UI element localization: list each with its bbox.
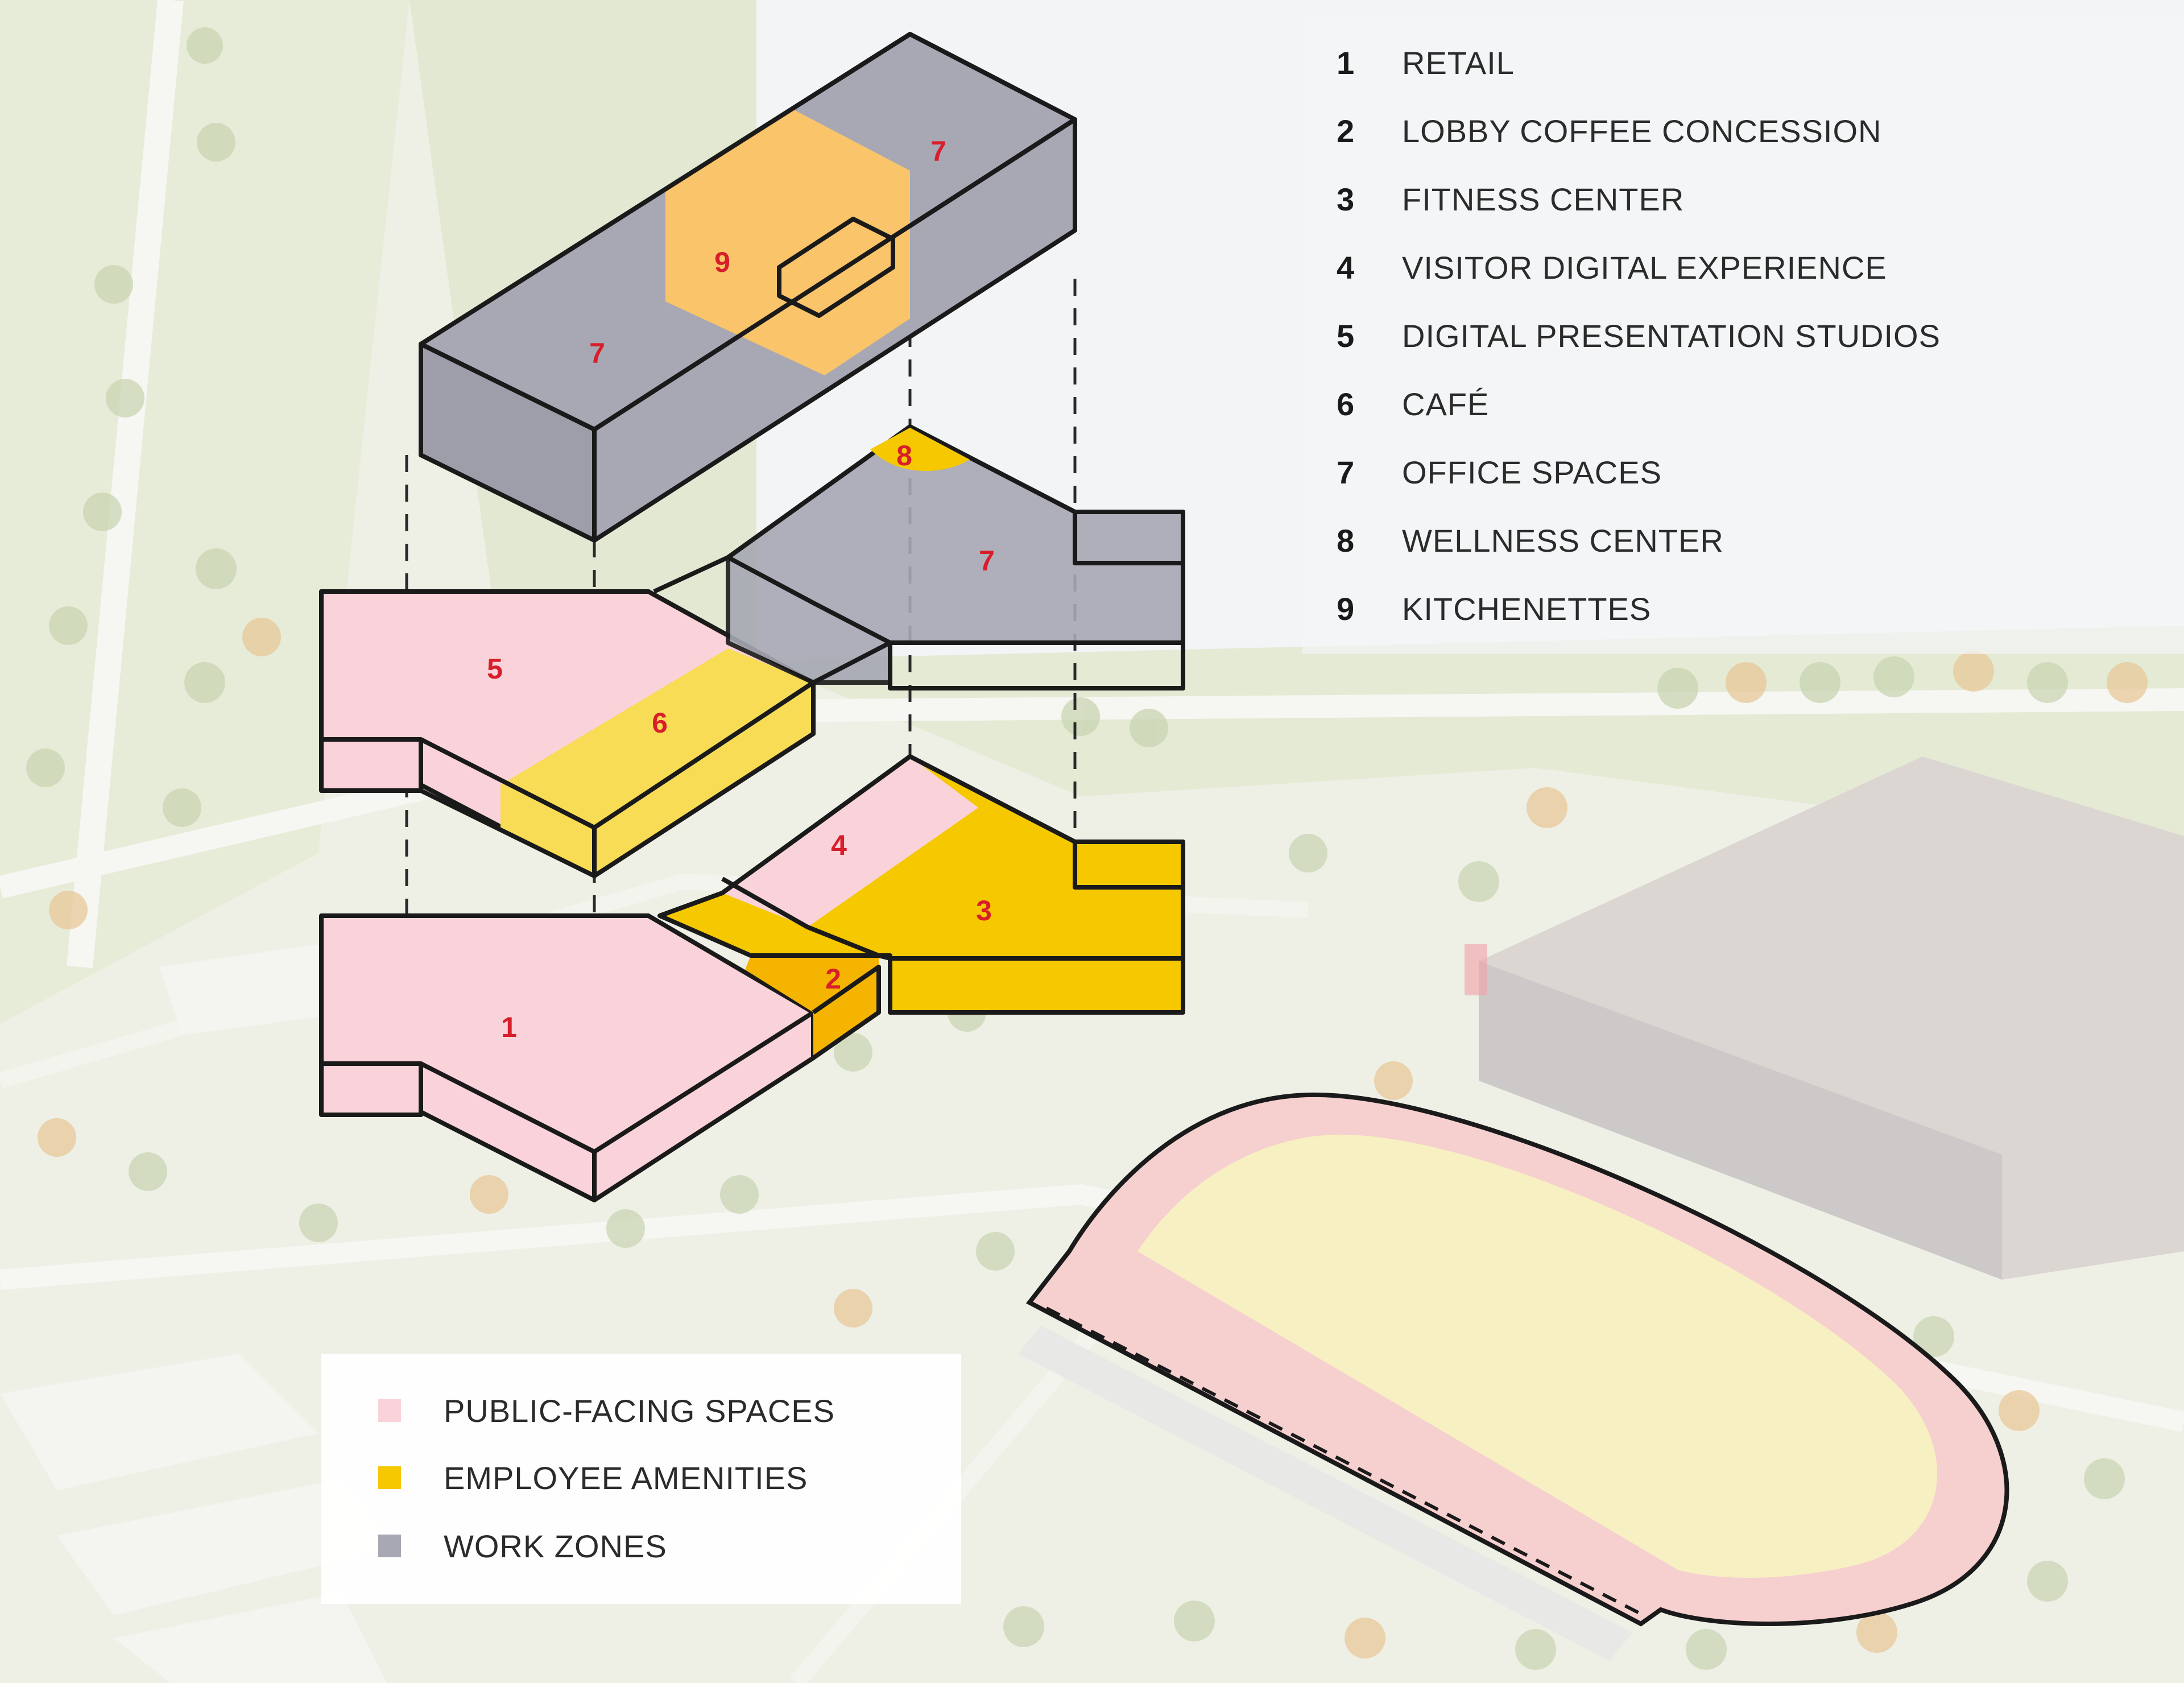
key-item: 2 LOBBY COFFEE CONCESSION — [1337, 113, 1881, 149]
svg-text:6: 6 — [1337, 386, 1354, 422]
svg-text:PUBLIC-FACING SPACES: PUBLIC-FACING SPACES — [444, 1393, 835, 1429]
svg-text:FITNESS CENTER: FITNESS CENTER — [1402, 181, 1684, 217]
key-item: 6 CAFÉ — [1337, 386, 1489, 422]
svg-text:WELLNESS CENTER: WELLNESS CENTER — [1402, 523, 1724, 559]
key-item: 3 FITNESS CENTER — [1337, 181, 1684, 217]
zone-label: 2 — [825, 963, 841, 995]
zone-label: 9 — [714, 246, 730, 278]
svg-text:WORK ZONES: WORK ZONES — [444, 1528, 667, 1564]
zone-label: 7 — [589, 337, 605, 369]
zone-labels: 1 2 3 4 5 6 7 7 7 8 9 — [487, 135, 995, 1043]
legend-item-work: WORK ZONES — [378, 1528, 667, 1564]
key-item: 1 RETAIL — [1337, 45, 1515, 81]
svg-text:LOBBY COFFEE CONCESSION: LOBBY COFFEE CONCESSION — [1402, 113, 1881, 149]
key-item: 8 WELLNESS CENTER — [1337, 523, 1724, 559]
svg-text:VISITOR DIGITAL EXPERIENCE: VISITOR DIGITAL EXPERIENCE — [1402, 250, 1887, 286]
zone-label: 7 — [930, 135, 946, 167]
legend-item-public: PUBLIC-FACING SPACES — [378, 1393, 835, 1429]
zone-label: 1 — [501, 1011, 517, 1043]
level-2-block — [657, 754, 1185, 961]
svg-text:5: 5 — [1337, 318, 1354, 354]
legend-swatch — [378, 1535, 401, 1557]
svg-text:9: 9 — [1337, 591, 1354, 627]
svg-text:OFFICE SPACES: OFFICE SPACES — [1402, 454, 1662, 490]
stadium-track — [1018, 1092, 2009, 1661]
svg-text:8: 8 — [1337, 523, 1354, 559]
zone-label: 3 — [976, 895, 992, 927]
zone-label: 5 — [487, 653, 503, 685]
svg-text:4: 4 — [1337, 250, 1354, 286]
svg-text:EMPLOYEE AMENITIES: EMPLOYEE AMENITIES — [444, 1460, 808, 1496]
svg-text:CAFÉ: CAFÉ — [1402, 386, 1489, 422]
svg-text:1: 1 — [1337, 45, 1354, 81]
legend-swatch — [378, 1466, 401, 1489]
svg-text:KITCHENETTES: KITCHENETTES — [1402, 591, 1651, 627]
color-legend: PUBLIC-FACING SPACES EMPLOYEE AMENITIES … — [321, 1354, 961, 1604]
key-item: 4 VISITOR DIGITAL EXPERIENCE — [1337, 250, 1887, 286]
svg-text:2: 2 — [1337, 113, 1354, 149]
legend-swatch — [378, 1399, 401, 1422]
key-item: 5 DIGITAL PRESENTATION STUDIOS — [1337, 318, 1941, 354]
zone-label: 8 — [896, 440, 912, 472]
svg-text:3: 3 — [1337, 181, 1354, 217]
level-3-block — [319, 424, 1185, 878]
svg-text:DIGITAL PRESENTATION STUDIOS: DIGITAL PRESENTATION STUDIOS — [1402, 318, 1941, 354]
svg-text:7: 7 — [1337, 454, 1354, 490]
level-4-block — [419, 32, 1077, 543]
key-item: 9 KITCHENETTES — [1337, 591, 1651, 627]
key-item: 7 OFFICE SPACES — [1337, 454, 1662, 490]
program-key: 1 RETAIL 2 LOBBY COFFEE CONCESSION 3 FITNES… — [1302, 17, 2184, 654]
zone-label: 6 — [652, 707, 668, 739]
svg-text:RETAIL: RETAIL — [1402, 45, 1515, 81]
legend-item-amenities: EMPLOYEE AMENITIES — [378, 1460, 808, 1496]
zone-label: 7 — [979, 545, 995, 577]
zone-label: 4 — [831, 829, 847, 861]
